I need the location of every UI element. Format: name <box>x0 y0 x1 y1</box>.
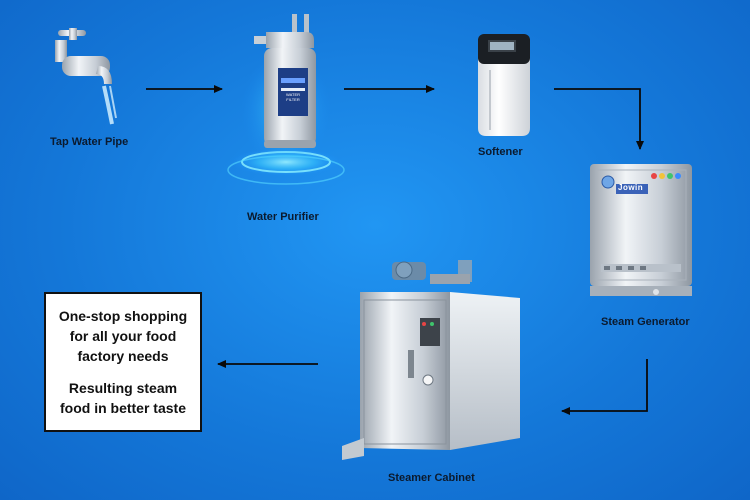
info-line: factory needs <box>77 348 169 364</box>
info-paragraph-1: One-stop shopping for all your food fact… <box>59 306 187 366</box>
flow-arrows <box>146 85 648 415</box>
steamer-cabinet-label: Steamer Cabinet <box>388 472 475 484</box>
steam-generator-brand: Jowin <box>618 183 644 192</box>
info-line: for all your food <box>69 328 177 344</box>
softener-label: Softener <box>478 146 523 158</box>
tap-icon <box>55 28 117 125</box>
tap-water-pipe-label: Tap Water Pipe <box>50 136 129 148</box>
arrow-generator-to-cabinet <box>561 359 648 415</box>
water-purifier-badge: WATER FILTER <box>286 92 300 102</box>
info-line: food in better taste <box>59 400 186 416</box>
info-paragraph-2: Resulting steam food in better taste <box>60 378 186 418</box>
water-purifier-icon <box>227 14 345 185</box>
water-purifier-label: Water Purifier <box>247 211 319 223</box>
steam-generator-label: Steam Generator <box>601 316 690 328</box>
info-line: Resulting steam <box>68 380 178 396</box>
info-line: One-stop shopping <box>58 308 188 324</box>
info-box: One-stop shopping for all your food fact… <box>44 292 202 432</box>
steamer-cabinet-icon <box>342 260 520 460</box>
arrow-softener-to-generator <box>554 88 644 150</box>
steam-generator-icon <box>590 164 692 296</box>
softener-icon <box>478 34 530 136</box>
